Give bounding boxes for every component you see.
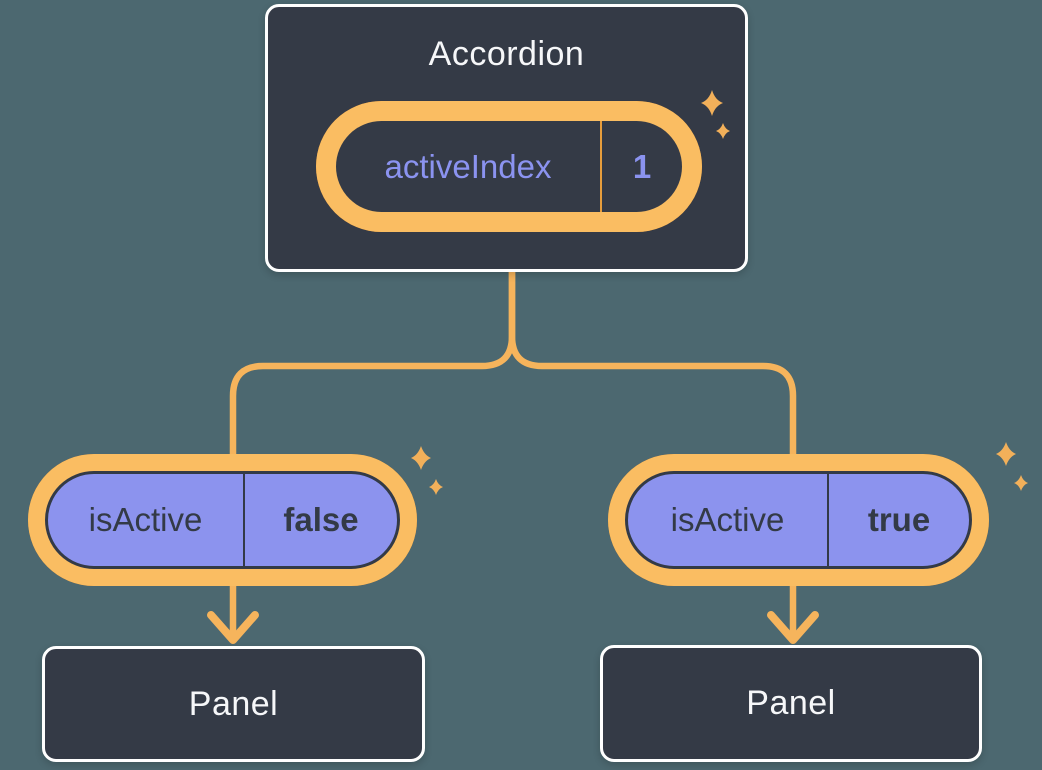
prop-pill-inner-ring: isActive false [28,454,417,586]
prop-pill-isactive-left: isActive false [28,454,417,586]
pill-divider [600,121,602,212]
state-pill-value: 1 [632,147,652,185]
state-pill-label: activeIndex [384,147,552,185]
state-pill-inner-ring: activeIndex 1 [316,101,702,232]
prop-pill-value: false [283,501,359,538]
accordion-node-title: Accordion [428,35,585,73]
panel-node-label: Panel [746,684,836,722]
pill-divider [827,474,829,566]
panel-node-right: Panel [600,645,982,762]
arrow-head-right-icon [767,611,819,644]
pill-divider [243,474,245,566]
panel-node-label: Panel [188,684,279,723]
prop-pill-isactive-right: isActive true [608,454,989,586]
sparkle-icon [411,446,443,495]
connector-right-branch [508,266,797,641]
prop-pill-value: true [867,501,931,538]
sparkle-icon [701,90,730,139]
prop-pill-inner-ring: isActive true [608,454,989,586]
prop-pill-label: isActive [670,501,785,538]
arrow-head-left-icon [207,611,259,644]
sparkle-icon [996,442,1028,491]
prop-pill-label: isActive [88,501,203,538]
panel-node-left: Panel [42,646,425,762]
state-pill-activeindex: activeIndex 1 [316,101,702,232]
